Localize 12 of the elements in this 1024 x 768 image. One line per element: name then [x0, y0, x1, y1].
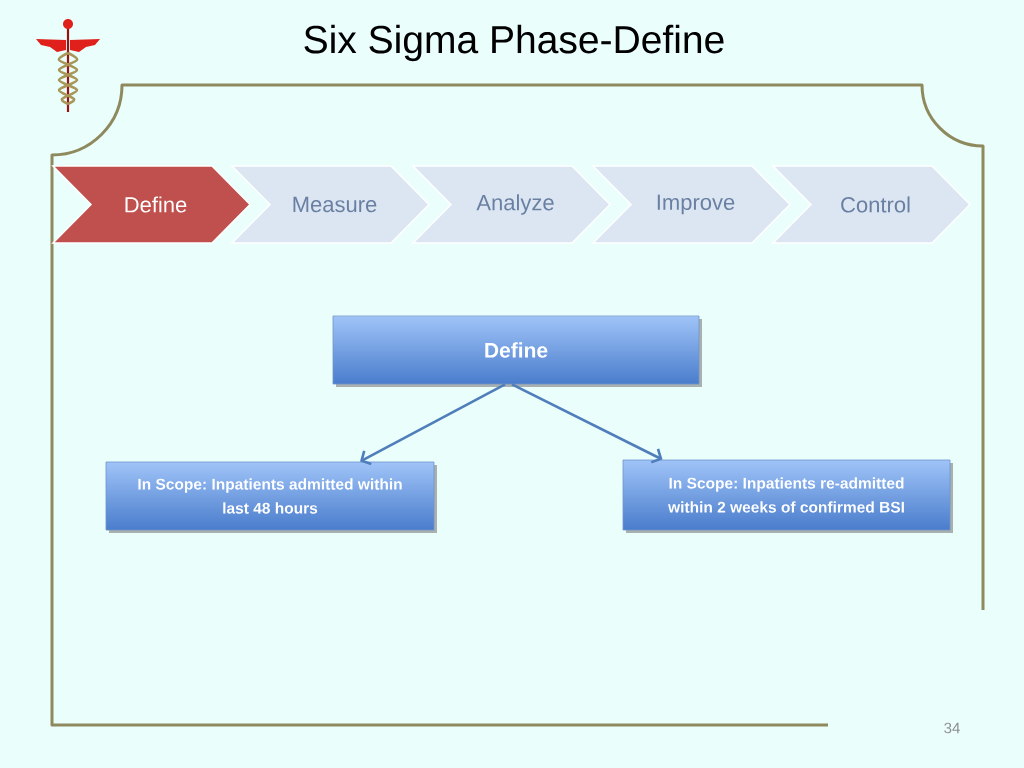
process-box: Define — [332, 315, 702, 387]
scope-box: In Scope: Inpatients admitted within last 48 hours — [105, 461, 437, 533]
chevron-step: Improve — [591, 165, 792, 244]
title: Six Sigma Phase-Define — [304, 24, 724, 62]
scope-box: In Scope: Inpatients re-admitted within 2 weeks of confirmed BSI — [622, 459, 953, 533]
chevron-step: Analyze — [411, 165, 612, 244]
arrow — [360, 383, 506, 466]
arrow — [511, 383, 663, 464]
chevron-step: Control — [771, 165, 972, 244]
chevron-step: Measure — [230, 165, 431, 244]
page-number: 34 — [944, 722, 960, 734]
chevron-step: Define — [51, 165, 252, 244]
